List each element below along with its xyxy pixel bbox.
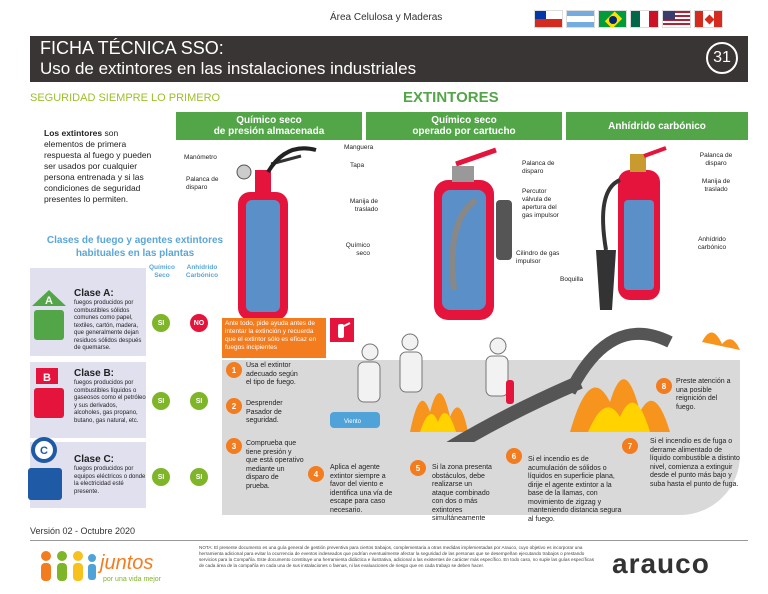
classes-title: Clases de fuego y agentes extintores hab…	[46, 235, 224, 259]
flames	[410, 332, 740, 432]
flags	[534, 10, 723, 28]
column-line: Anhídrido carbónico	[608, 120, 706, 132]
intro-rest: son elementos de primera respuesta al fu…	[44, 128, 152, 204]
extinguisher-cartridge	[434, 147, 512, 320]
class-a-icon: A	[32, 290, 66, 340]
label-manguera: Manguera	[344, 144, 374, 151]
class-b-letter: B	[43, 372, 51, 384]
label-palanca-1: Palanca de disparo	[186, 176, 219, 191]
label-manija-1: Manija de traslado	[349, 198, 378, 213]
step-6-text: Si el incendio es de acumulación de sóli…	[528, 456, 622, 523]
class-c-anhidrido-badge: SI	[190, 468, 208, 486]
class-b-icon: B	[34, 368, 64, 418]
step-8-number: 8	[656, 378, 672, 394]
firefighter-figures	[357, 333, 514, 404]
intro-text: Los extintores son elementos de primera …	[44, 128, 154, 205]
label-manometro: Manómetro	[184, 154, 217, 161]
title-line-1: FICHA TÉCNICA SSO:	[40, 38, 224, 58]
label-quimico-seco: Químico seco	[345, 242, 370, 257]
class-a-quimico-badge: SI	[152, 314, 170, 332]
label-manija-3: Manija de traslado	[701, 178, 731, 193]
usa-flag	[662, 10, 691, 28]
brazil-flag	[598, 10, 627, 28]
argentina-flag	[566, 10, 595, 28]
class-b-desc: fuegos producidos por combustibles líqui…	[74, 380, 146, 424]
column-line: Químico seco	[236, 115, 302, 126]
fire-scene-illustration: Viento	[330, 327, 740, 442]
class-b-quimico-badge: SI	[152, 392, 170, 410]
step-3-number: 3	[226, 438, 242, 454]
column-line: operado por cartucho	[412, 126, 516, 137]
agent-header-anhidrido: Anhídrido Carbónico	[185, 264, 219, 279]
step-1-text: Usa el extintor adecuado según el tipo d…	[246, 362, 298, 386]
class-a-desc: fuegos producidos por combustibles sólid…	[74, 300, 142, 351]
agent-header-quimico: Químico Seco	[148, 264, 175, 279]
step-5-number: 5	[410, 460, 426, 476]
class-b-name: Clase B:	[74, 368, 115, 379]
mexico-flag	[630, 10, 659, 28]
step-8-text: Preste atención a una posible reignición…	[676, 378, 731, 411]
label-boquilla: Boquilla	[560, 276, 584, 283]
arauco-logo: arauco	[612, 548, 710, 579]
wind-label: Viento	[344, 419, 362, 425]
footer-note: NOTA: El presente documento es una guía …	[199, 545, 595, 568]
footer-divider	[30, 540, 748, 541]
step-5-text: Si la zona presenta obstáculos, debe rea…	[432, 464, 492, 522]
page-number: 31	[706, 42, 738, 74]
label-tapa: Tapa	[350, 162, 365, 169]
zigzag-arrow	[446, 375, 583, 442]
extintores-heading: EXTINTORES	[403, 89, 499, 106]
column-line: de presión almacenada	[213, 126, 325, 137]
step-3-text: Comprueba que tiene presión y que está o…	[246, 440, 304, 490]
step-7-number: 7	[622, 438, 638, 454]
label-palanca-3: Palanca de disparo	[699, 152, 733, 167]
area-label: Área Celulosa y Maderas	[330, 12, 443, 23]
class-c-icon: C	[28, 437, 62, 500]
title-line-2: Uso de extintores en las instalaciones i…	[40, 59, 417, 78]
canada-flag	[694, 10, 723, 28]
class-a-letter: A	[45, 295, 53, 307]
version-label: Versión 02 - Octubre 2020	[30, 526, 136, 536]
chile-flag	[534, 10, 563, 28]
step-2-number: 2	[226, 398, 242, 414]
class-c-quimico-badge: SI	[152, 468, 170, 486]
step-4-number: 4	[308, 466, 324, 482]
juntos-logo: juntos	[100, 552, 154, 574]
class-c-letter: C	[40, 445, 48, 457]
extinguisher-stored-pressure	[236, 146, 317, 320]
step-7-text: Si el incendio es de fuga o derrame alim…	[650, 438, 740, 488]
class-a-anhidrido-badge: NO	[190, 314, 208, 332]
juntos-people-icon	[41, 551, 96, 581]
step-6-number: 6	[506, 448, 522, 464]
step-1-number: 1	[226, 362, 242, 378]
column-line: Químico seco	[431, 115, 497, 126]
step-4-text: Aplica el agente extintor siempre a favo…	[330, 464, 393, 514]
wind-arrow	[330, 412, 380, 428]
class-b-anhidrido-badge: SI	[190, 392, 208, 410]
slogan: SEGURIDAD SIEMPRE LO PRIMERO	[30, 92, 221, 104]
label-cilindro: Cilindro de gas impulsor	[516, 250, 560, 265]
label-anhidrido: Anhídrido carbónico	[697, 236, 727, 251]
intro-bold: Los extintores	[44, 128, 103, 138]
extinguisher-co2	[596, 146, 667, 310]
column-header-anhidrido: Anhídrido carbónico	[566, 112, 748, 140]
warning-box: Ante todo, pide ayuda antes de intentar …	[222, 318, 326, 358]
title-bar: FICHA TÉCNICA SSO: Uso de extintores en …	[30, 36, 748, 82]
label-palanca-2: Palanca de disparo	[522, 160, 555, 175]
extinguisher-sign-icon	[330, 318, 354, 342]
upward-arrow	[564, 327, 673, 395]
extinguishers-illustration	[236, 146, 667, 320]
juntos-tagline: por una vida mejor	[103, 576, 161, 583]
step-2-text: Desprender Pasador de seguridad.	[246, 400, 283, 424]
class-c-name: Clase C:	[74, 454, 115, 465]
class-a-name: Clase A:	[74, 288, 114, 299]
class-c-desc: fuegos producidos por equipos eléctricos…	[74, 466, 146, 495]
label-percutor: Percutor válvula de apertura del gas imp…	[522, 188, 559, 219]
